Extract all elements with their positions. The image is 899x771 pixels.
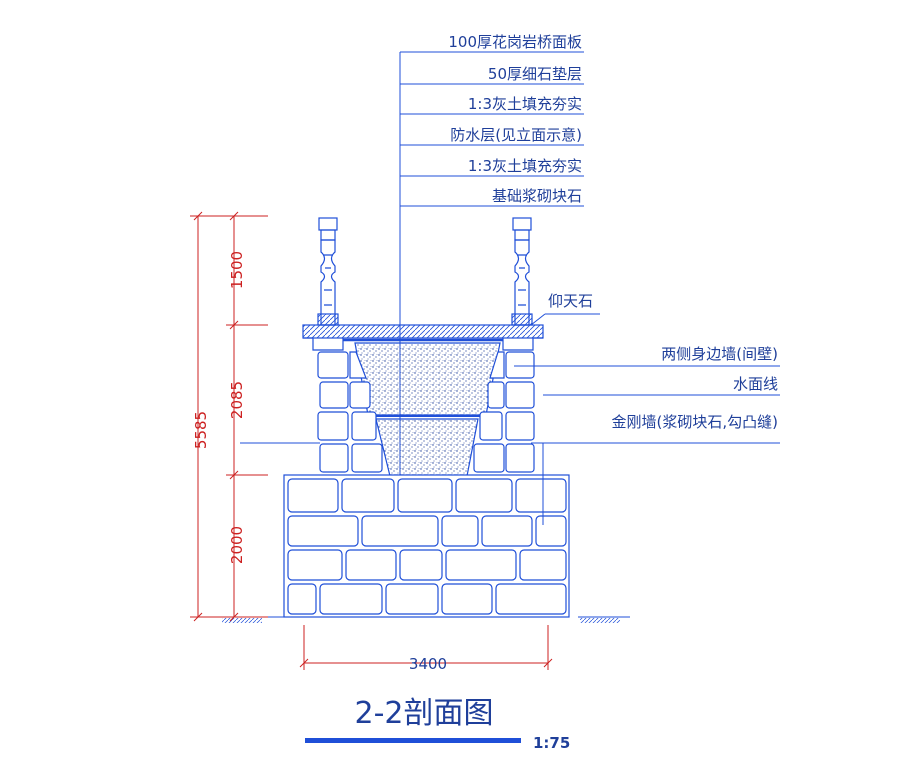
horizontal-dimension bbox=[299, 625, 553, 670]
title-scale: 1:75 bbox=[533, 734, 570, 752]
label-waterproof-layer: 防水层(见立面示意) bbox=[450, 126, 582, 144]
fill-core bbox=[354, 342, 501, 477]
label-lime-soil-fill-2: 1:3灰土填充夯实 bbox=[468, 157, 582, 175]
vertical-dimensions bbox=[190, 211, 268, 622]
deck-slab bbox=[302, 324, 544, 351]
dim-total-height: 5585 bbox=[192, 411, 210, 449]
label-lime-soil-fill-1: 1:3灰土填充夯实 bbox=[468, 95, 582, 113]
label-foundation-stone: 基础浆砌块石 bbox=[492, 187, 582, 205]
side-wall-right bbox=[473, 351, 535, 473]
label-water-line: 水面线 bbox=[733, 375, 778, 393]
label-gravel-cushion: 50厚细石垫层 bbox=[488, 65, 582, 83]
side-labels: 仰天石 两侧身边墙(间壁) 水面线 金刚墙(浆砌块石,勾凸缝) bbox=[548, 292, 778, 431]
railing-right bbox=[511, 217, 533, 326]
label-granite-deck: 100厚花岗岩桥面板 bbox=[448, 33, 582, 51]
material-labels: 100厚花岗岩桥面板 50厚细石垫层 1:3灰土填充夯实 防水层(见立面示意) … bbox=[448, 33, 582, 205]
drawing-title: 2-2剖面图 1:75 bbox=[305, 696, 570, 752]
label-diamond-wall: 金刚墙(浆砌块石,勾凸缝) bbox=[612, 413, 778, 431]
title-name: 2-2剖面图 bbox=[355, 696, 494, 731]
railing-left bbox=[317, 217, 339, 326]
ground-line bbox=[220, 616, 630, 623]
dim-width: 3400 bbox=[409, 655, 447, 673]
dim-rail-height: 1500 bbox=[228, 251, 246, 289]
label-upturned-stone: 仰天石 bbox=[548, 292, 593, 310]
right-leader-lines bbox=[240, 313, 780, 525]
dim-wall-height: 2085 bbox=[228, 381, 246, 419]
side-wall-left bbox=[317, 351, 383, 473]
dim-base-height: 2000 bbox=[228, 526, 246, 564]
label-side-walls: 两侧身边墙(间壁) bbox=[661, 345, 778, 363]
foundation-base bbox=[283, 474, 570, 618]
vertical-dimension-texts: 5585 1500 2085 2000 bbox=[192, 251, 246, 564]
